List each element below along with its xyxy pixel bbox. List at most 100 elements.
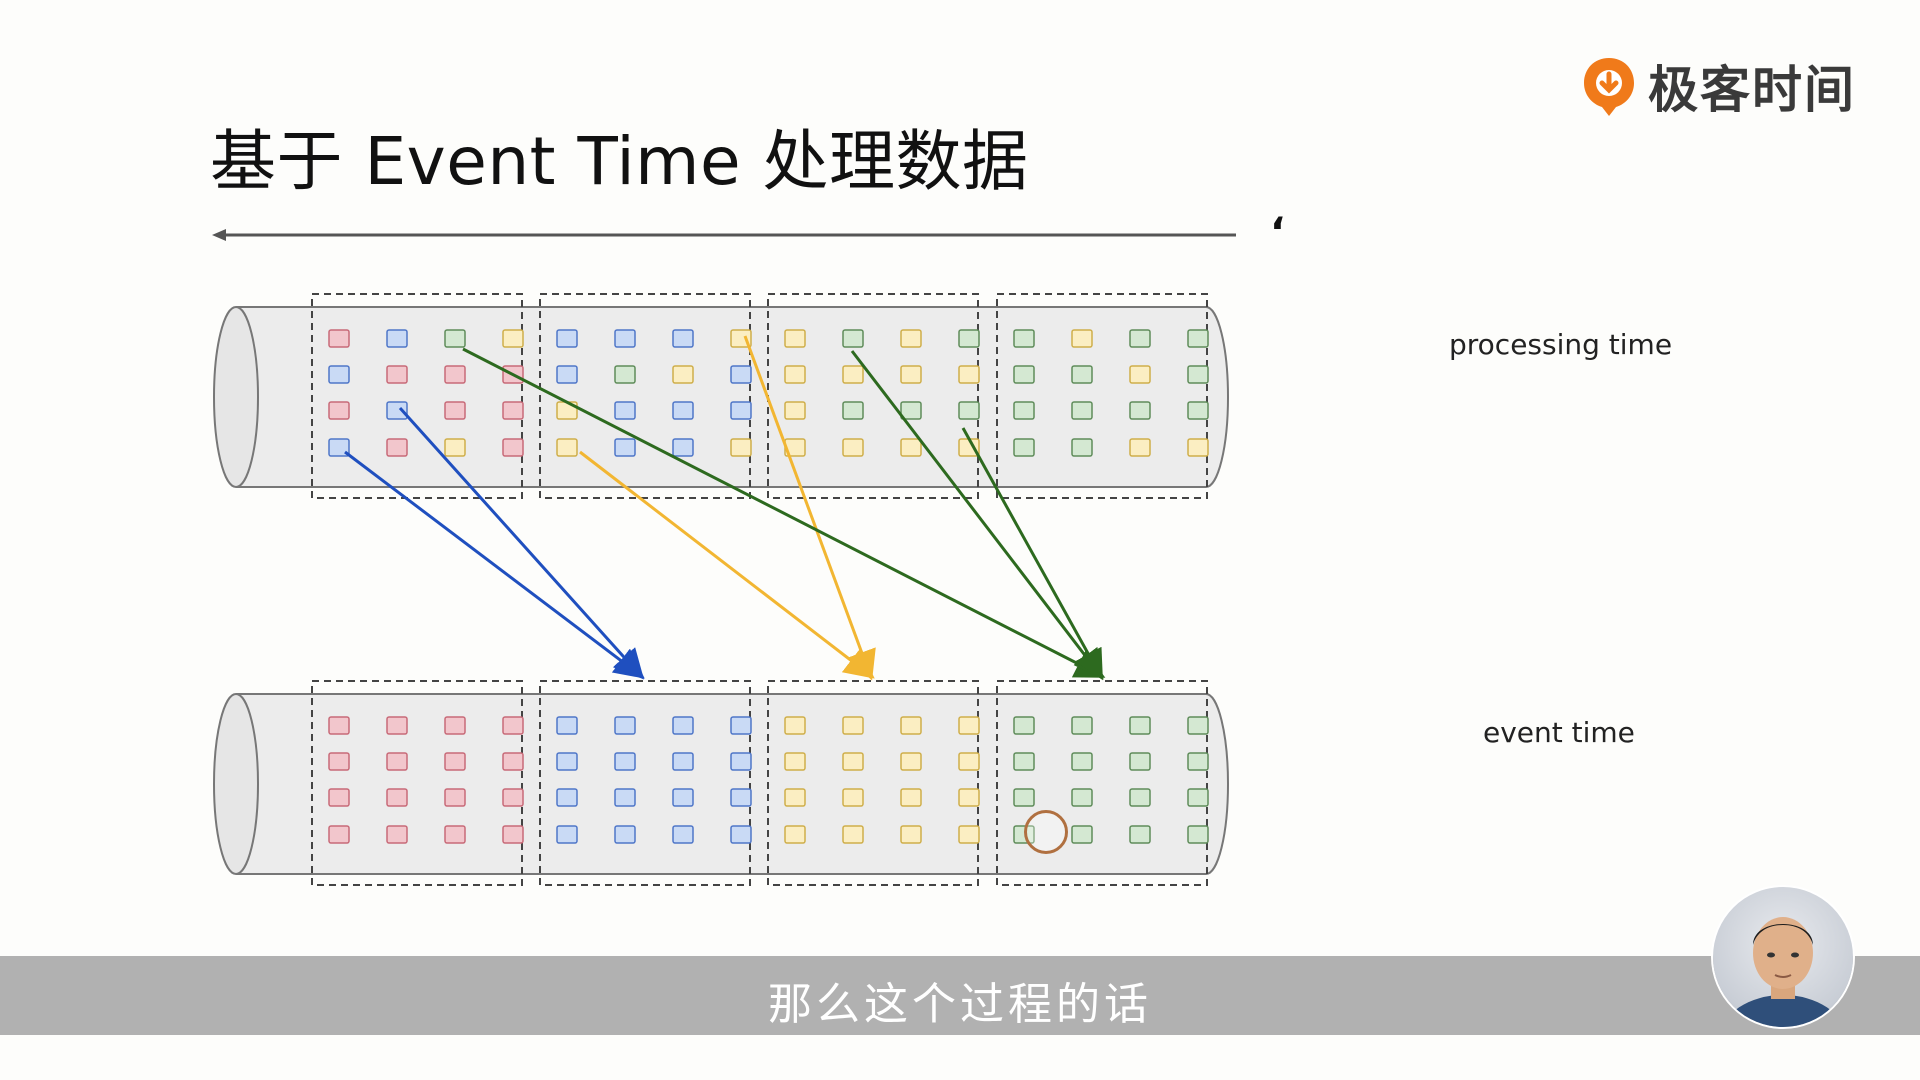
event-cell-yellow: [900, 438, 922, 457]
event-cell-blue: [672, 716, 694, 735]
processing-time-label: processing time: [1449, 328, 1673, 361]
event-cell-yellow: [784, 401, 806, 420]
event-cell-green: [1129, 788, 1151, 807]
arrow-green-3: [961, 427, 1103, 681]
event-cell-green: [958, 401, 980, 420]
event-cell-blue: [730, 401, 752, 420]
event-cell-blue: [614, 329, 636, 348]
stray-mark: ‘: [1270, 210, 1286, 256]
event-cell-blue: [556, 716, 578, 735]
event-cell-blue: [556, 329, 578, 348]
arrow-green-1: [462, 347, 1106, 678]
event-cell-yellow: [900, 329, 922, 348]
event-cell-blue: [730, 365, 752, 384]
event-cell-yellow: [784, 365, 806, 384]
event-cell-blue: [614, 401, 636, 420]
event-cell-yellow: [1187, 438, 1209, 457]
event-cell-yellow: [900, 825, 922, 844]
event-cell-blue: [614, 825, 636, 844]
event-cell-blue: [730, 788, 752, 807]
event-cell-red: [386, 788, 408, 807]
event-cell-yellow: [900, 752, 922, 771]
event-cell-red: [502, 438, 524, 457]
event-cell-red: [502, 401, 524, 420]
brand-logo: 极客时间: [1580, 50, 1856, 122]
event-cell-blue: [672, 788, 694, 807]
event-cell-red: [502, 825, 524, 844]
event-cell-yellow: [502, 329, 524, 348]
subtitle-text: 那么这个过程的话: [768, 979, 1152, 1030]
event-cell-green: [1071, 365, 1093, 384]
event-cell-green: [1013, 716, 1035, 735]
logo-text: 极客时间: [1648, 61, 1856, 119]
reorder-arrows: [344, 335, 1106, 681]
time-window: [311, 680, 523, 886]
event-cell-yellow: [556, 438, 578, 457]
event-cell-blue: [556, 788, 578, 807]
event-pipe: [213, 680, 1229, 886]
event-cell-blue: [672, 329, 694, 348]
event-cell-yellow: [672, 365, 694, 384]
event-cell-yellow: [958, 365, 980, 384]
time-window: [311, 293, 523, 499]
event-cell-red: [386, 438, 408, 457]
event-cell-red: [386, 716, 408, 735]
event-cell-red: [386, 825, 408, 844]
event-cell-green: [1129, 716, 1151, 735]
time-window: [539, 680, 751, 886]
event-cell-green: [1071, 401, 1093, 420]
event-cell-green: [1071, 788, 1093, 807]
event-cell-red: [502, 788, 524, 807]
event-cell-red: [502, 716, 524, 735]
event-cell-green: [1187, 716, 1209, 735]
event-cell-green: [444, 329, 466, 348]
event-cell-red: [444, 788, 466, 807]
time-window: [767, 680, 979, 886]
time-window: [996, 680, 1208, 886]
event-cell-yellow: [730, 438, 752, 457]
event-cell-yellow: [900, 716, 922, 735]
event-cell-green: [1013, 438, 1035, 457]
event-cell-green: [1013, 329, 1035, 348]
event-cell-green: [1129, 401, 1151, 420]
event-cell-yellow: [784, 752, 806, 771]
event-cell-green: [1071, 752, 1093, 771]
event-cell-blue: [556, 365, 578, 384]
event-cell-red: [444, 401, 466, 420]
event-cell-blue: [328, 365, 350, 384]
arrow-blue-2: [398, 406, 645, 680]
event-cell-yellow: [1129, 365, 1151, 384]
event-cell-yellow: [842, 438, 864, 457]
event-cell-blue: [614, 438, 636, 457]
time-window: [996, 293, 1208, 499]
event-cell-red: [502, 752, 524, 771]
cursor-highlight: [1024, 810, 1068, 854]
event-cell-blue: [386, 401, 408, 420]
event-cell-yellow: [1071, 329, 1093, 348]
event-cell-red: [328, 752, 350, 771]
event-cell-red: [444, 752, 466, 771]
event-cell-yellow: [958, 716, 980, 735]
event-cell-green: [1187, 329, 1209, 348]
event-cell-red: [328, 329, 350, 348]
event-cell-yellow: [784, 788, 806, 807]
event-cell-yellow: [784, 825, 806, 844]
event-cell-blue: [614, 716, 636, 735]
event-cell-green: [1187, 401, 1209, 420]
event-cell-green: [1071, 438, 1093, 457]
event-cell-red: [386, 365, 408, 384]
event-cell-green: [1013, 788, 1035, 807]
event-cell-green: [1013, 365, 1035, 384]
event-cell-green: [900, 401, 922, 420]
event-cell-green: [1129, 329, 1151, 348]
event-cell-green: [1071, 825, 1093, 844]
arrow-green-2: [850, 350, 1104, 680]
event-cell-green: [1129, 752, 1151, 771]
event-cell-yellow: [900, 365, 922, 384]
event-cell-green: [842, 401, 864, 420]
event-cell-green: [614, 365, 636, 384]
event-cell-red: [328, 825, 350, 844]
event-cell-red: [328, 788, 350, 807]
